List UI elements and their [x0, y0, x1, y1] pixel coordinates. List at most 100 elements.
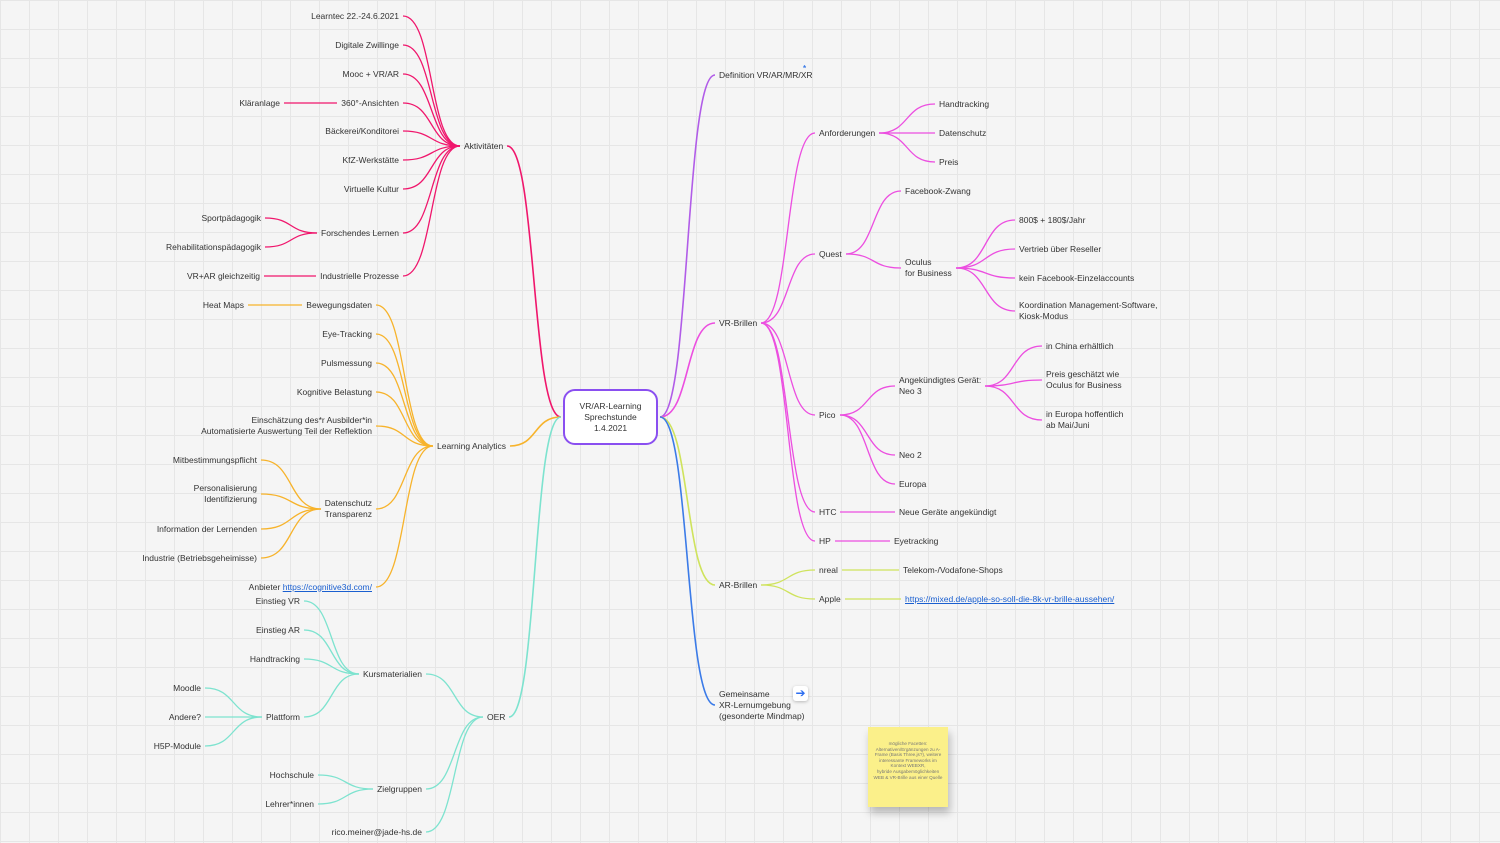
node-handtracking-kurs[interactable]: Handtracking	[250, 654, 300, 665]
node-kein-facebook-einzelaccounts[interactable]: kein Facebook-Einzelaccounts	[1019, 273, 1134, 284]
node-quest[interactable]: Quest	[819, 249, 842, 260]
node-preis-800[interactable]: 800$ + 180$/Jahr	[1019, 215, 1085, 226]
node-handtracking-anforderung[interactable]: Handtracking	[939, 99, 989, 110]
node-digitale-zwillinge[interactable]: Digitale Zwillinge	[335, 40, 399, 51]
node-rico-email[interactable]: rico.meiner@jade-hs.de	[332, 827, 422, 838]
node-learning-analytics[interactable]: Learning Analytics	[437, 441, 506, 452]
node-heat-maps[interactable]: Heat Maps	[203, 300, 244, 311]
node-preis[interactable]: Preis	[939, 157, 958, 168]
node-lehrer-innen[interactable]: Lehrer*innen	[265, 799, 314, 810]
node-oer[interactable]: OER	[487, 712, 505, 723]
node-einstieg-vr[interactable]: Einstieg VR	[256, 596, 300, 607]
node-nreal[interactable]: nreal	[819, 565, 838, 576]
node-label: Pico	[819, 409, 836, 420]
node-industrielle-prozesse[interactable]: Industrielle Prozesse	[320, 271, 399, 282]
connector-handtracking-anforderung	[878, 103, 936, 134]
connector-facebook-zwang	[845, 190, 902, 255]
node-neue-geraete-angekuendigt[interactable]: Neue Geräte angekündigt	[899, 507, 996, 518]
node-mooc-vr-ar[interactable]: Mooc + VR/AR	[343, 69, 399, 80]
node-andere[interactable]: Andere?	[169, 712, 201, 723]
node-label: Oculus for Business	[1046, 380, 1122, 390]
node-vr-ar-gleichzeitig[interactable]: VR+AR gleichzeitig	[187, 271, 260, 282]
node-baeckerei-konditorei[interactable]: Bäckerei/Konditorei	[325, 126, 399, 137]
connector-pulsmessung	[375, 362, 434, 447]
node-kognitive-belastung[interactable]: Kognitive Belastung	[297, 387, 372, 398]
node-virtuelle-kultur[interactable]: Virtuelle Kultur	[344, 184, 399, 195]
node-label: Quest	[819, 248, 842, 259]
connector-digitale-zwillinge	[402, 44, 461, 147]
node-moodle[interactable]: Moodle	[173, 683, 201, 694]
node-kursmaterialien[interactable]: Kursmaterialien	[363, 669, 422, 680]
node-datenschutz-anforderung[interactable]: Datenschutz	[939, 128, 986, 139]
node-kfz-werkstaette[interactable]: KfZ-Werkstätte	[342, 155, 399, 166]
node-anbieter-cognitive3d[interactable]: Anbieter https://cognitive3d.com/	[249, 582, 372, 593]
node-label: Moodle	[173, 682, 201, 693]
connector-360-ansichten	[402, 102, 461, 147]
connector-preis	[878, 132, 936, 163]
node-h5p-module[interactable]: H5P-Module	[154, 741, 201, 752]
node-label: Gemeinsame	[719, 688, 770, 699]
node-label: Sportpädagogik	[201, 212, 261, 223]
node-hochschule[interactable]: Hochschule	[270, 770, 314, 781]
node-label: Digitale Zwillinge	[335, 39, 399, 50]
node-vertrieb-reseller[interactable]: Vertrieb über Reseller	[1019, 244, 1101, 255]
node-label: Handtracking	[249, 653, 300, 664]
node-360-ansichten[interactable]: 360°-Ansichten	[341, 98, 399, 109]
node-ar-brillen[interactable]: AR-Brillen	[719, 580, 757, 591]
node-apple[interactable]: Apple	[819, 594, 841, 605]
node-neo3-angekuendigt[interactable]: Angekündigtes Gerät:Neo 3	[899, 375, 981, 397]
node-neo-2[interactable]: Neo 2	[899, 450, 922, 461]
node-bewegungsdaten[interactable]: Bewegungsdaten	[306, 300, 372, 311]
node-label: HP	[819, 535, 831, 546]
node-label: Neo 2	[899, 449, 922, 460]
node-forschendes-lernen[interactable]: Forschendes Lernen	[321, 228, 399, 239]
sticky-note[interactable]: mögliche Facetten: Alternativen/Ergänzun…	[868, 727, 948, 807]
node-klaeranlage[interactable]: Kläranlage	[239, 98, 280, 109]
node-pulsmessung[interactable]: Pulsmessung	[321, 358, 372, 369]
node-learntec[interactable]: Learntec 22.-24.6.2021	[311, 11, 399, 22]
node-sportpaedagogik[interactable]: Sportpädagogik	[201, 213, 261, 224]
node-in-china-erhaeltlich[interactable]: in China erhältlich	[1046, 341, 1114, 352]
add-child-icon[interactable]: *	[803, 64, 807, 73]
connector-anbieter-cognitive3d	[375, 445, 434, 588]
node-eye-tracking[interactable]: Eye-Tracking	[322, 329, 372, 340]
hyperlink[interactable]: https://cognitive3d.com/	[282, 581, 372, 592]
node-anforderungen[interactable]: Anforderungen	[819, 128, 875, 139]
node-rehabilitationspaedagogik[interactable]: Rehabilitationspädagogik	[166, 242, 261, 253]
node-definition-vr-ar-mr-xr[interactable]: Definition VR/AR/MR/XR	[719, 70, 813, 81]
node-industrie-betriebsgeheimisse[interactable]: Industrie (Betriebsgeheimisse)	[142, 553, 257, 564]
node-htc[interactable]: HTC	[819, 507, 836, 518]
node-einstieg-ar[interactable]: Einstieg AR	[256, 625, 300, 636]
node-label: (gesonderte Mindmap)	[719, 710, 805, 721]
node-pico[interactable]: Pico	[819, 410, 836, 421]
center-topic[interactable]: VR/AR-Learning Sprechstunde 1.4.2021	[563, 389, 658, 445]
node-zielgruppen[interactable]: Zielgruppen	[377, 784, 422, 795]
node-hp[interactable]: HP	[819, 536, 831, 547]
node-plattform[interactable]: Plattform	[266, 712, 300, 723]
node-apple-link[interactable]: https://mixed.de/apple-so-soll-die-8k-vr…	[905, 594, 1114, 605]
hyperlink[interactable]: https://mixed.de/apple-so-soll-die-8k-vr…	[905, 593, 1115, 604]
node-facebook-zwang[interactable]: Facebook-Zwang	[905, 186, 971, 197]
node-eyetracking[interactable]: Eyetracking	[894, 536, 938, 547]
sticky-line: Frame (Basis Three.js?), weitere	[874, 752, 942, 758]
node-europa[interactable]: Europa	[899, 479, 926, 490]
connector-learning-analytics	[509, 416, 562, 447]
node-label: Preis	[939, 156, 959, 167]
node-label: Mooc + VR/AR	[342, 68, 399, 79]
node-vr-brillen[interactable]: VR-Brillen	[719, 318, 757, 329]
node-aktivitaeten[interactable]: Aktivitäten	[464, 141, 503, 152]
arrow-right-icon[interactable]: ➔	[793, 686, 808, 701]
node-koordination-management-software[interactable]: Koordination Management-Software,Kiosk-M…	[1019, 300, 1157, 322]
node-telekom-vodafone-shops[interactable]: Telekom-/Vodafone-Shops	[903, 565, 1003, 576]
node-mitbestimmungspflicht[interactable]: Mitbestimmungspflicht	[173, 455, 257, 466]
connector-vr-brillen	[659, 322, 716, 418]
node-information-der-lernenden[interactable]: Information der Lernenden	[157, 524, 257, 535]
